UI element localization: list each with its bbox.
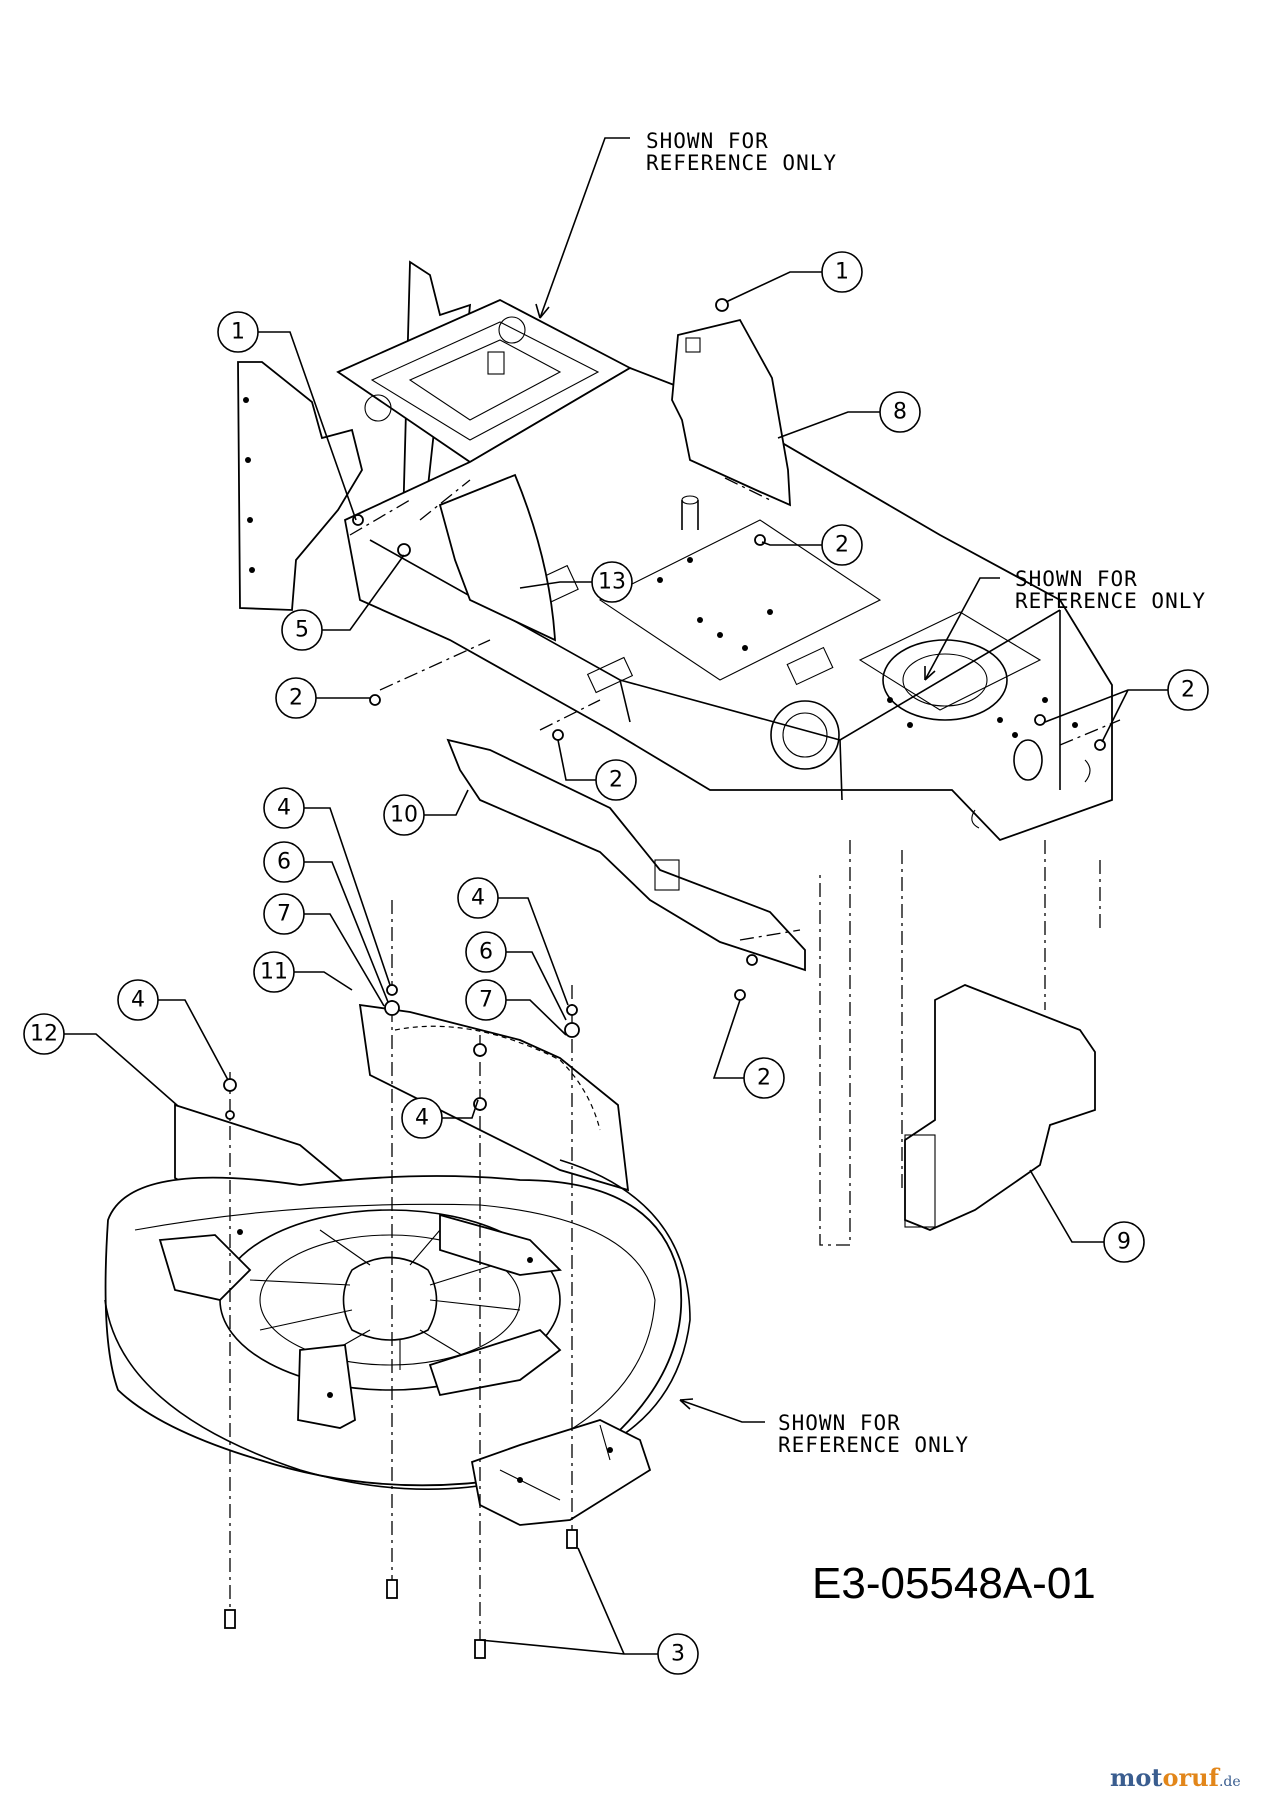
reference-note-top-line1: SHOWN FOR [646,129,769,153]
callout-10: 10 [383,789,469,836]
callout-2-frame-right: 2 [1044,669,1209,743]
svg-text:5: 5 [295,618,309,643]
part-13-shield [438,473,556,642]
callout-2-left: 2 [275,677,370,719]
svg-text:motoruf.de: motoruf.de [1110,1763,1241,1792]
callout-2-center: 2 [557,739,637,801]
callout-7-right: 7 [465,979,567,1036]
callout-1-top-right: 1 [725,251,863,303]
callout-1-left: 1 [217,311,357,521]
svg-text:4: 4 [415,1106,429,1131]
svg-text:8: 8 [893,400,907,425]
reference-note-top-line2: REFERENCE ONLY [646,151,837,175]
mower-deck [104,1159,691,1526]
callout-8: 8 [777,391,921,439]
svg-text:2: 2 [609,768,623,793]
callout-7-left: 7 [263,893,385,1007]
svg-text:3: 3 [671,1642,685,1667]
part-11-plate [358,1003,630,1192]
part-9-bracket [904,984,1096,1231]
callout-4-right-upper: 4 [457,877,569,1006]
svg-text:10: 10 [390,803,418,828]
callout-12: 12 [23,1013,179,1107]
callout-6-left: 6 [263,841,389,1003]
svg-text:2: 2 [1181,678,1195,703]
svg-text:6: 6 [277,850,291,875]
reference-note-bottom-line2: REFERENCE ONLY [778,1433,969,1457]
svg-text:4: 4 [131,988,145,1013]
callout-9: 9 [1029,1169,1145,1263]
reference-note-top: SHOWN FOR REFERENCE ONLY [535,129,837,319]
svg-text:7: 7 [277,902,291,927]
callout-13: 13 [519,561,633,603]
svg-text:13: 13 [598,570,626,595]
svg-text:2: 2 [757,1066,771,1091]
reference-note-right-line2: REFERENCE ONLY [1015,589,1206,613]
callout-3: 3 [479,1547,699,1675]
svg-text:4: 4 [471,886,485,911]
svg-text:7: 7 [479,988,493,1013]
reference-note-bottom-line1: SHOWN FOR [778,1411,901,1435]
part-8-plate [671,318,791,507]
callout-2-bracket: 2 [712,999,785,1099]
reference-note-right-line1: SHOWN FOR [1015,567,1138,591]
callout-2-upper-right: 2 [761,524,863,566]
svg-text:6: 6 [479,940,493,965]
callout-6-right: 6 [465,931,567,1021]
svg-text:9: 9 [1117,1230,1131,1255]
frame-assembly [237,260,1113,842]
svg-text:11: 11 [260,960,288,985]
svg-text:1: 1 [835,260,849,285]
callout-5: 5 [281,554,405,651]
callout-4-left-upper: 4 [263,787,391,986]
svg-text:4: 4 [277,796,291,821]
svg-text:2: 2 [835,533,849,558]
svg-text:1: 1 [231,320,245,345]
callout-4-center-lower: 4 [401,1097,479,1139]
part-10-bracket [446,738,806,972]
reference-note-right: SHOWN FOR REFERENCE ONLY [924,567,1206,681]
svg-text:12: 12 [30,1022,58,1047]
watermark-logo: motoruf.de [1110,1763,1241,1792]
fasteners [223,298,1106,1659]
reference-note-bottom: SHOWN FOR REFERENCE ONLY [679,1398,969,1457]
drawing-code: E3-05548A-01 [812,1559,1096,1608]
callout-11: 11 [253,951,353,993]
callout-4-far-left: 4 [117,979,229,1081]
svg-text:2: 2 [289,686,303,711]
